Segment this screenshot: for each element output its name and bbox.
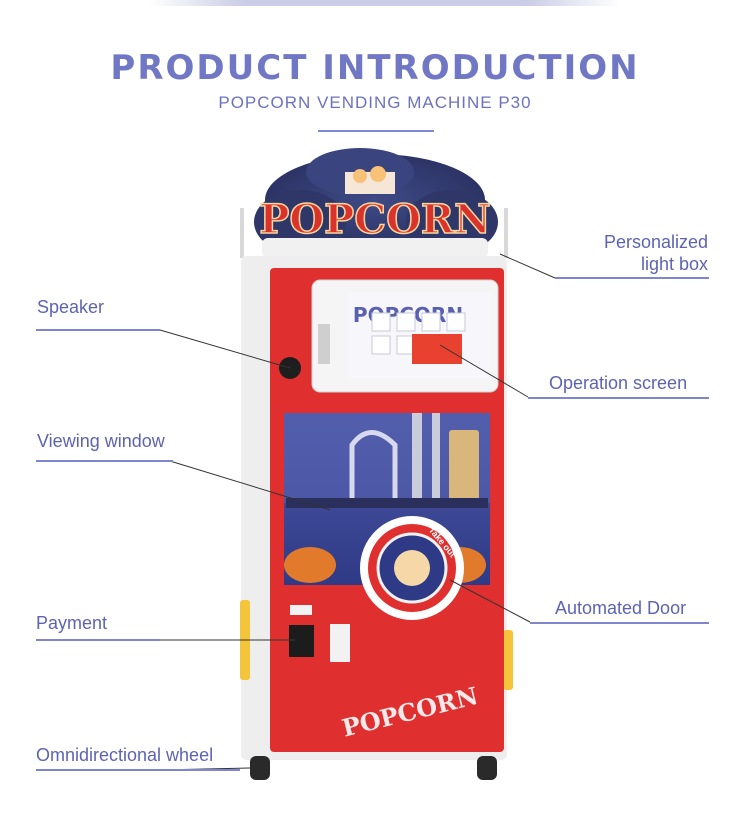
label-wheel-underline [36,769,240,771]
page-subtitle: POPCORN VENDING MACHINE P30 [218,93,532,112]
label-operation-screen: Operation screen [549,373,688,393]
label-payment: Payment [36,613,108,633]
label-speaker: Speaker [37,297,105,317]
header-decor-bar [150,0,620,6]
label-speaker-underline [36,329,160,331]
label-light-box: Personalized light box [603,232,708,274]
label-automated-door: Automated Door [555,598,687,618]
label-viewing-window-underline [36,460,173,462]
topper-logo-text: POPCORN [259,196,490,243]
label-operation-screen-underline [528,397,709,399]
label-light-box-underline [555,277,709,279]
label-payment-underline [36,639,160,641]
title-divider [318,130,434,132]
light-box-topper [254,148,498,258]
page-title: PRODUCT INTRODUCTION [110,48,640,88]
label-omnidirectional-wheel: Omnidirectional wheel [36,745,214,765]
label-viewing-window: Viewing window [37,431,165,451]
bill-acceptor [289,625,314,657]
coin-slot [330,624,350,662]
label-automated-door-underline [530,622,709,624]
